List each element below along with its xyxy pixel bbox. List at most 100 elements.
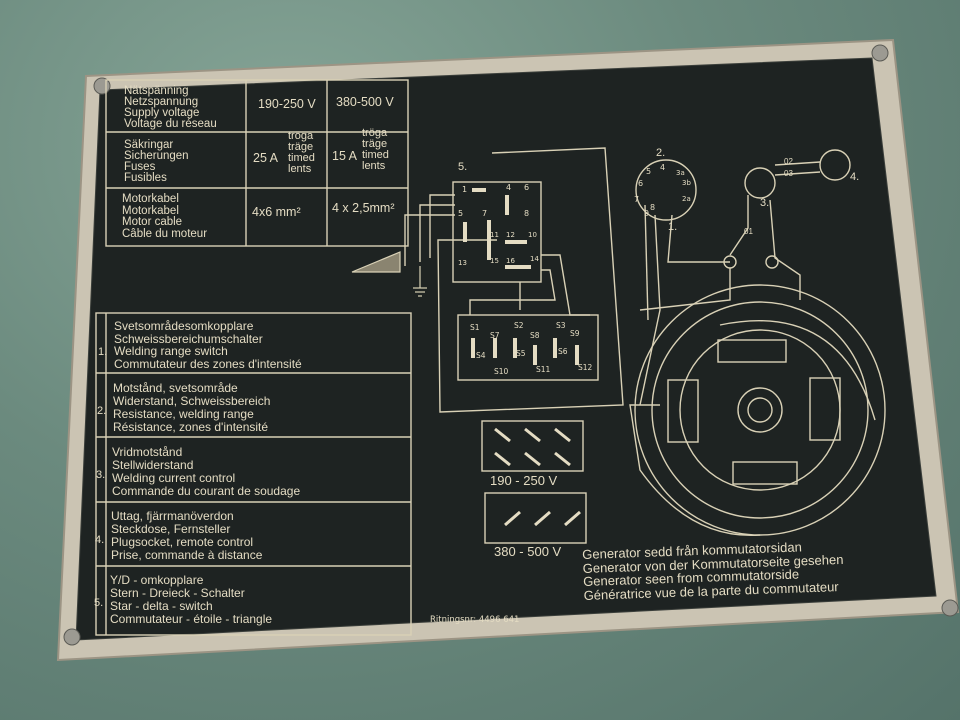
motor-cable-labels: Motorkabel Motorkabel Motor cable Câble …: [122, 193, 208, 240]
switch-pin: 16: [506, 257, 515, 265]
resistor-pin: 7: [634, 195, 640, 204]
screw-top-right: [871, 44, 889, 62]
ground-terminal: [351, 251, 427, 297]
legend-num-4: 4.: [95, 534, 105, 546]
label-en: Motor cable: [122, 216, 183, 228]
voltage-caption-b: 380 - 500 V: [494, 544, 562, 559]
cable-4x6: 4x6 mm²: [252, 205, 301, 219]
legend-num-5: 5.: [94, 597, 104, 609]
resistor-pin: 9: [644, 209, 650, 218]
note-line: träge: [288, 141, 314, 153]
drawing-number: Ritningsnr: 4496 641: [430, 615, 520, 625]
legend-line: Commutateur des zones d'intensité: [114, 356, 302, 371]
legend-line: Commande du courant de soudage: [112, 484, 301, 498]
fuse-note-15: tröga träge timed lents: [362, 128, 389, 172]
switch-pin: 12: [506, 231, 515, 239]
legend-item-5: Y/D - omkopplare Stern - Dreieck - Schal…: [110, 574, 272, 626]
resistor-pin: 6: [638, 179, 644, 188]
terminal-label: S8: [530, 331, 540, 340]
note-line: träge: [362, 138, 388, 150]
fuse-amp-25: 25 A: [253, 151, 279, 165]
label-de: Sicherungen: [124, 150, 189, 162]
terminal-02: 02: [784, 157, 793, 166]
generator-caption: Generator sedd från kommutatorsidan Gene…: [582, 539, 845, 602]
switch-pin: 1: [462, 185, 468, 194]
legend-line: Stellwiderstand: [112, 458, 194, 472]
note-line: lents: [362, 160, 386, 172]
label-fr: Câble du moteur: [122, 227, 208, 240]
legend-line: Vridmotstånd: [112, 445, 183, 459]
legend-line: Résistance, zones d'intensité: [113, 420, 269, 434]
legend-line: Welding current control: [112, 471, 236, 485]
switch-pin: 6: [524, 183, 530, 192]
note-line: lents: [288, 163, 312, 175]
terminal-label: S12: [578, 363, 593, 372]
label-sv: Säkringar: [124, 139, 174, 151]
screw-bottom-left: [63, 628, 81, 646]
resistor-pin: 2a: [682, 195, 691, 203]
legend-item-4: Uttag, fjärrmanöverdon Steckdose, Fernst…: [111, 510, 262, 562]
link-diagram-b: [484, 492, 587, 544]
cable-4x2-5: 4 x 2,5mm²: [332, 201, 395, 215]
legend-item-3: Vridmotstånd Stellwiderstand Welding cur…: [112, 446, 300, 498]
legend-line: Commutateur - étoile - triangle: [110, 612, 273, 626]
resistor-pin: 4: [660, 163, 666, 172]
legend-line: Widerstand, Schweissbereich: [113, 394, 271, 408]
diagram-label-3: 3.: [760, 197, 770, 209]
plate-face: [75, 57, 937, 641]
fuse-labels: Säkringar Sicherungen Fuses Fusibles: [124, 139, 189, 184]
label-de: Motorkabel: [122, 204, 179, 217]
supply-voltage-labels: Nätspänning Netzspannung Supply voltage …: [124, 85, 217, 130]
legend-line: Prise, commande à distance: [111, 548, 263, 562]
terminal-label: S11: [536, 365, 551, 374]
diagram-label-4: 4.: [850, 171, 860, 183]
legend-line: Star - delta - switch: [110, 599, 213, 613]
top-table-border: [105, 79, 409, 247]
terminal-01: 01: [744, 227, 753, 236]
label-en: Fuses: [124, 161, 156, 173]
note-line: timed: [288, 152, 315, 164]
legend-item-2: Motstånd, svetsområde Widerstand, Schwei…: [113, 382, 270, 434]
resistor-pin: 5: [646, 167, 652, 176]
legend-num-1: 1.: [98, 346, 108, 358]
switch-pin: 8: [524, 209, 530, 218]
legend-line: Svetsområdesomkopplare: [114, 319, 254, 333]
terminal-label: S3: [556, 321, 566, 330]
legend-line: Resistance, welding range: [113, 407, 254, 421]
terminal-03: 03: [784, 169, 793, 178]
legend-num-2: 2.: [97, 405, 107, 417]
terminal-label: S5: [516, 349, 526, 358]
terminal-label: S1: [470, 323, 480, 332]
legend-line: Y/D - omkopplare: [110, 573, 204, 587]
terminal-label: S9: [570, 329, 580, 338]
resistor-range-ring: [635, 159, 697, 221]
legend-item-1: Svetsområdesomkopplare Schweissbereichum…: [114, 320, 302, 370]
legend-line: Motstånd, svetsområde: [113, 381, 238, 395]
label-fr: Voltage du réseau: [124, 118, 217, 130]
label-fr: Fusibles: [124, 172, 167, 184]
terminal-label: S10: [494, 367, 509, 376]
legend-line: Stern - Dreieck - Schalter: [110, 586, 245, 600]
diagram-label-2: 2.: [656, 147, 666, 159]
switch-pin: 4: [506, 183, 512, 192]
diagram-label-1: 1.: [668, 221, 678, 233]
switch-pin: 5: [458, 209, 464, 218]
terminal-label: S2: [514, 321, 524, 330]
terminal-label: S4: [476, 351, 486, 360]
note-line: timed: [362, 149, 389, 161]
commutator: [737, 387, 783, 433]
switch-pin: 13: [458, 259, 467, 267]
voltage-caption-a: 190 - 250 V: [490, 473, 558, 488]
switch-pin: 10: [528, 231, 537, 239]
remote-plug-socket: [819, 149, 851, 181]
legend-line: Schweissbereichumschalter: [114, 331, 263, 346]
welding-current-control: [744, 167, 776, 199]
label-en: Supply voltage: [124, 107, 200, 119]
switch-pin: 7: [482, 209, 488, 218]
legend-line: Uttag, fjärrmanöverdon: [111, 509, 234, 523]
label-sv: Nätspänning: [124, 85, 189, 97]
label-sv: Motorkabel: [122, 193, 179, 205]
voltage-190-250: 190-250 V: [258, 97, 316, 111]
yd-switch-box: [452, 181, 542, 283]
